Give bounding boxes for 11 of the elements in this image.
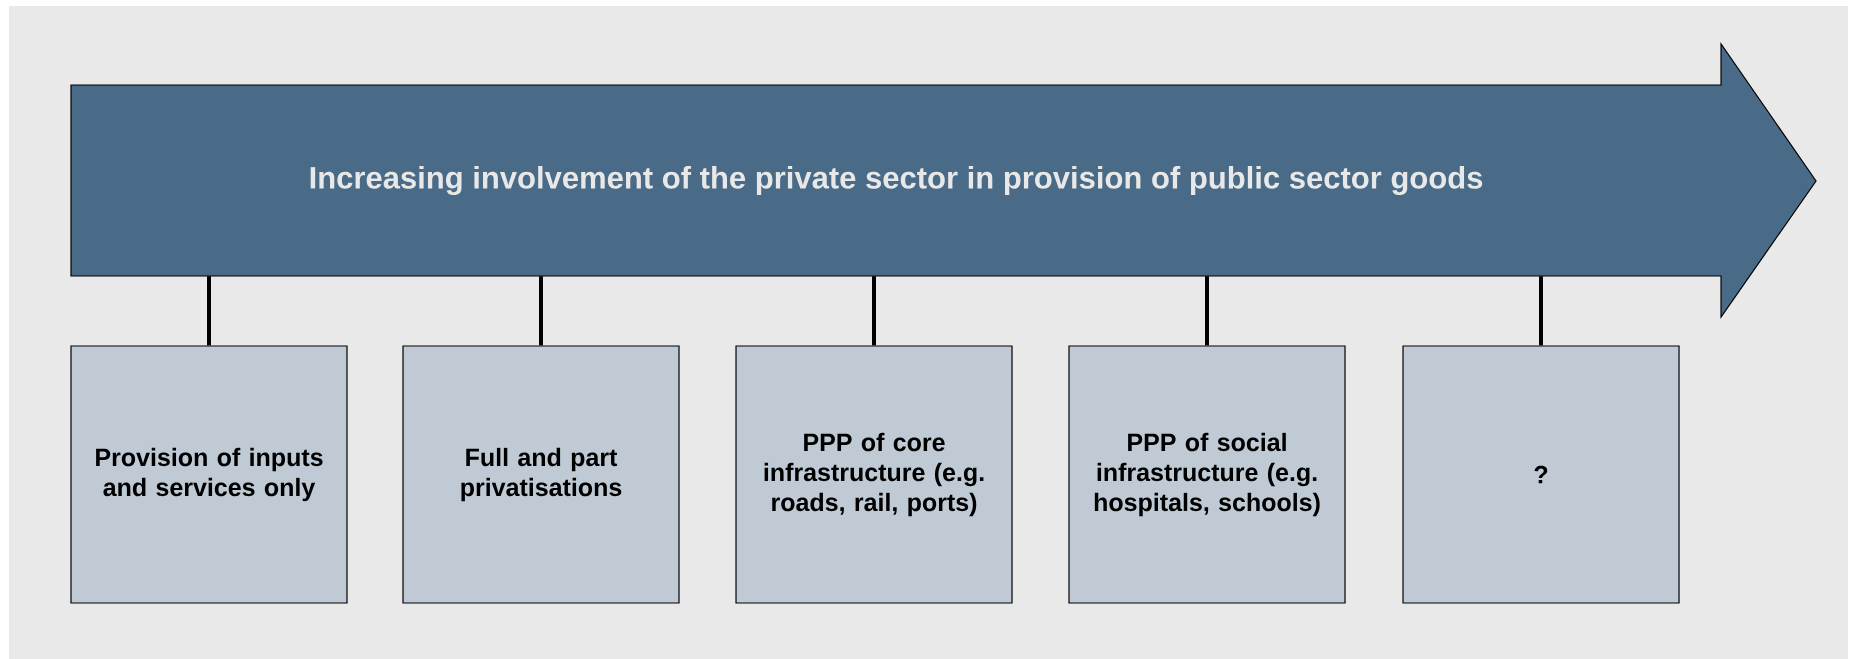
- arrow-banner: Increasing involvement of the private sector in provision of public sector goods: [70, 42, 1817, 319]
- connector-line: [539, 276, 543, 346]
- process-box: Provision of inputs and services only: [70, 345, 348, 604]
- process-box: PPP of core infrastructure (e.g. roads, rail, ports): [735, 345, 1013, 604]
- connector-line: [1539, 276, 1543, 346]
- connector-line: [872, 276, 876, 346]
- connector-line: [1205, 276, 1209, 346]
- process-box: PPP of social infrastructure (e.g. hospitals, schools): [1068, 345, 1346, 604]
- process-box: Full and part privatisations: [402, 345, 680, 604]
- connector-line: [207, 276, 211, 346]
- process-box: ?: [1402, 345, 1680, 604]
